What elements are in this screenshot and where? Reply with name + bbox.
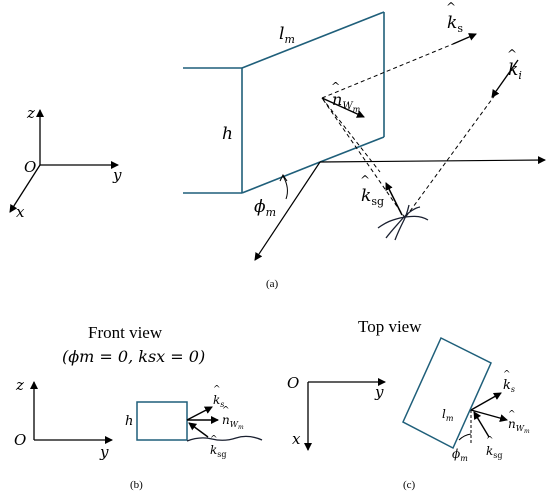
panel-c-axes: O y x <box>287 374 386 451</box>
ksg-label: ksg <box>361 186 384 208</box>
plate-base-back <box>319 136 385 163</box>
x-axis-label: x <box>292 430 301 448</box>
ksg-label: ksg <box>486 444 503 460</box>
ki-label: ki <box>508 60 522 82</box>
ray-paths <box>321 43 496 219</box>
phi-label: ϕm <box>452 447 468 463</box>
x-axis <box>9 164 41 213</box>
plate-top-slant <box>241 11 385 69</box>
phi-label: ϕm <box>254 197 276 219</box>
plate-front <box>136 401 188 441</box>
nw-hat: ^ <box>222 406 230 416</box>
ks-hat: ^ <box>213 385 221 395</box>
rough-ground <box>186 435 263 442</box>
panel-c: Top view O y x lm ϕm ks ^ nWm ^ ksg ^ (c… <box>287 317 530 491</box>
phi-arc <box>458 433 472 441</box>
plate-top <box>402 336 492 450</box>
ground-bounce-ray <box>321 97 406 219</box>
ks-vector <box>452 33 477 45</box>
h-label: h <box>222 124 233 144</box>
panel-b: Front view (ϕm = 0, ksx = 0) z O y h ks … <box>14 323 263 491</box>
ksg-hat: ^ <box>360 173 370 187</box>
origin-label: O <box>287 374 299 392</box>
caption-a: (a) <box>266 278 279 290</box>
panel-b-axes: z O y <box>14 376 113 461</box>
z-axis-label: z <box>26 104 35 122</box>
phi-arc <box>282 175 288 200</box>
ks-vector <box>470 392 502 411</box>
ground-scatterer <box>377 204 429 241</box>
origin-label: O <box>24 158 36 176</box>
h-label: h <box>125 414 133 429</box>
ks-hat: ^ <box>446 0 456 14</box>
ground-axis-x <box>254 161 321 261</box>
ks-label: ks <box>503 378 515 394</box>
ki-vector <box>491 59 519 98</box>
y-axis-label: y <box>112 166 122 184</box>
nw-label: nWm <box>332 90 361 114</box>
lm-label: lm <box>279 24 295 46</box>
caption-b: (b) <box>130 479 143 491</box>
ksg-vector <box>385 182 403 216</box>
top-view-title: Top view <box>358 317 422 336</box>
caption-c: (c) <box>403 479 416 491</box>
ksg-hat: ^ <box>210 435 218 445</box>
plate-normal-line <box>321 97 381 173</box>
plate-bottom-slant <box>241 161 321 194</box>
nw-hat: ^ <box>508 410 516 420</box>
nw-label: nWm <box>222 413 244 431</box>
ksg-label: ksg <box>210 443 227 459</box>
ksg-hat: ^ <box>486 436 494 446</box>
front-view-subtitle: (ϕm = 0, ksx = 0) <box>62 347 205 366</box>
origin-label: O <box>14 431 26 449</box>
lm-label: lm <box>442 407 454 423</box>
z-axis-label: z <box>15 376 24 394</box>
ki-hat: ^ <box>507 47 517 61</box>
ksg-vector <box>188 422 209 438</box>
ksg-vector <box>473 411 490 438</box>
phi-arc-head <box>279 174 288 182</box>
plate <box>183 11 385 194</box>
y-axis-label: y <box>374 383 384 401</box>
scattered-ray <box>321 43 454 99</box>
ks-label: ks <box>447 13 463 35</box>
nw-vector <box>321 97 365 118</box>
ground-axis <box>319 156 546 165</box>
panel-a: z O y x <box>9 0 546 290</box>
ks-vector <box>186 406 213 421</box>
panel-a-axes: z O y x <box>9 104 122 221</box>
ks-hat: ^ <box>503 370 511 380</box>
nw-hat: ^ <box>331 80 340 93</box>
x-axis-label: x <box>16 203 25 221</box>
front-view-title: Front view <box>88 323 163 342</box>
y-axis-label: y <box>99 443 109 461</box>
incident-ray <box>404 94 496 219</box>
ks-label: ks <box>213 393 224 409</box>
nw-label: nWm <box>508 417 530 435</box>
